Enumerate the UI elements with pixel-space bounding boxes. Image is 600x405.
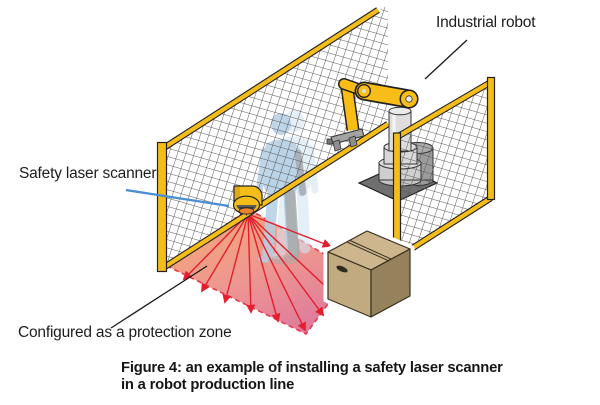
right-fence — [392, 76, 496, 262]
scanner-pointer-line — [125, 188, 230, 208]
industrial-robot-label: Industrial robot — [436, 14, 536, 31]
left-fence — [156, 5, 390, 273]
left-fence-post — [156, 141, 168, 273]
safety-laser-scanner-device — [232, 185, 263, 216]
box-handle — [336, 265, 348, 273]
pointer-lines — [110, 39, 468, 329]
human-shadow — [268, 255, 300, 265]
robot-gripper — [326, 128, 365, 152]
box-side — [370, 248, 411, 318]
figure-caption: Figure 4: an example of installing a saf… — [121, 360, 551, 395]
right-fence-right-post — [486, 76, 496, 201]
figure-caption-line1: Figure 4: an example of installing a saf… — [121, 360, 503, 376]
cardboard-box — [323, 226, 415, 322]
robot-pointer-line — [424, 39, 468, 80]
zone-pointer-line — [110, 265, 208, 329]
left-fence-mesh — [166, 5, 388, 267]
protection-zone-label: Configured as a protection zone — [18, 324, 232, 341]
safety-laser-scanner-label: Safety laser scanner — [19, 165, 157, 182]
scanner-window — [238, 207, 255, 215]
robot-arm — [338, 78, 419, 131]
figure-caption-line2: in a robot production line — [121, 377, 295, 394]
